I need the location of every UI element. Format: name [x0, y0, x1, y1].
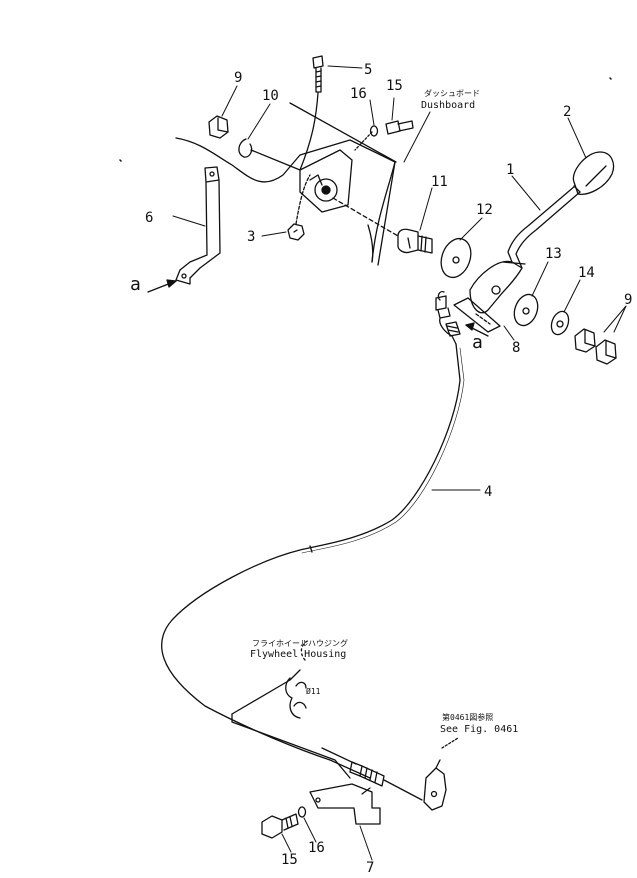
pivot-bracket	[299, 149, 353, 213]
washer-13	[513, 293, 539, 327]
arrow-a-right	[465, 322, 489, 337]
callout-2: 2	[563, 104, 571, 120]
callout-10: 10	[262, 88, 279, 104]
callout-5: 5	[364, 62, 372, 78]
washer-12	[440, 237, 472, 279]
label-dashboard-en: Dushboard	[421, 100, 475, 111]
label-flywheel-en: Flywheel Housing	[250, 649, 346, 660]
callout-15-top: 15	[386, 78, 403, 94]
lever-1	[469, 185, 581, 314]
label-flywheel-jp: フライホイールハウジング	[252, 638, 348, 648]
callout-4: 4	[484, 484, 492, 500]
knob-2	[572, 151, 615, 195]
nut-9-right	[574, 328, 617, 365]
arrow-a-left	[147, 279, 177, 293]
washer-10	[238, 138, 253, 158]
callout-3: 3	[247, 229, 255, 245]
leaders	[172, 65, 627, 861]
flywheel-housing	[231, 639, 351, 779]
strap-6	[175, 166, 221, 285]
cable-end-lower	[321, 747, 423, 801]
callout-1: 1	[506, 162, 514, 178]
callout-8: 8	[512, 340, 520, 356]
linkage-0461	[423, 737, 459, 811]
callout-7: 7	[366, 860, 374, 873]
bolt-15-bottom	[261, 813, 299, 839]
callout-a-left: a	[130, 274, 141, 295]
washer-14	[550, 310, 570, 336]
nut-3	[287, 174, 311, 241]
label-see-fig-en: See Fig. 0461	[440, 724, 518, 735]
callout-6: 6	[145, 210, 153, 226]
dashboard-panel	[175, 102, 397, 266]
washer-16-bottom	[297, 806, 307, 818]
callout-13: 13	[545, 246, 562, 262]
cable-4	[161, 343, 465, 779]
cable-end-upper	[435, 290, 461, 345]
callout-11: 11	[431, 174, 448, 190]
bolt-15-top	[354, 120, 414, 151]
callout-16-top: 16	[350, 86, 367, 102]
callout-15-bottom: 15	[281, 852, 298, 868]
nut-9-top	[208, 115, 229, 139]
callout-a-right: a	[472, 332, 483, 353]
callout-9-top: 9	[234, 70, 242, 86]
callout-9-right: 9	[624, 292, 632, 308]
fitting-11	[332, 197, 433, 254]
bolt-5	[299, 55, 324, 171]
callout-14: 14	[578, 265, 595, 281]
leader-10	[250, 149, 301, 171]
clevis-8	[453, 297, 501, 333]
speck-marks	[119, 77, 612, 162]
label-dia-11: Ø11	[306, 686, 321, 696]
bracket-7	[309, 783, 381, 825]
label-dashboard-jp: ダッシュボード	[424, 88, 480, 98]
label-see-fig-jp: 第0461図参照	[442, 712, 493, 722]
callout-16-bottom: 16	[308, 840, 325, 856]
callout-12: 12	[476, 202, 493, 218]
